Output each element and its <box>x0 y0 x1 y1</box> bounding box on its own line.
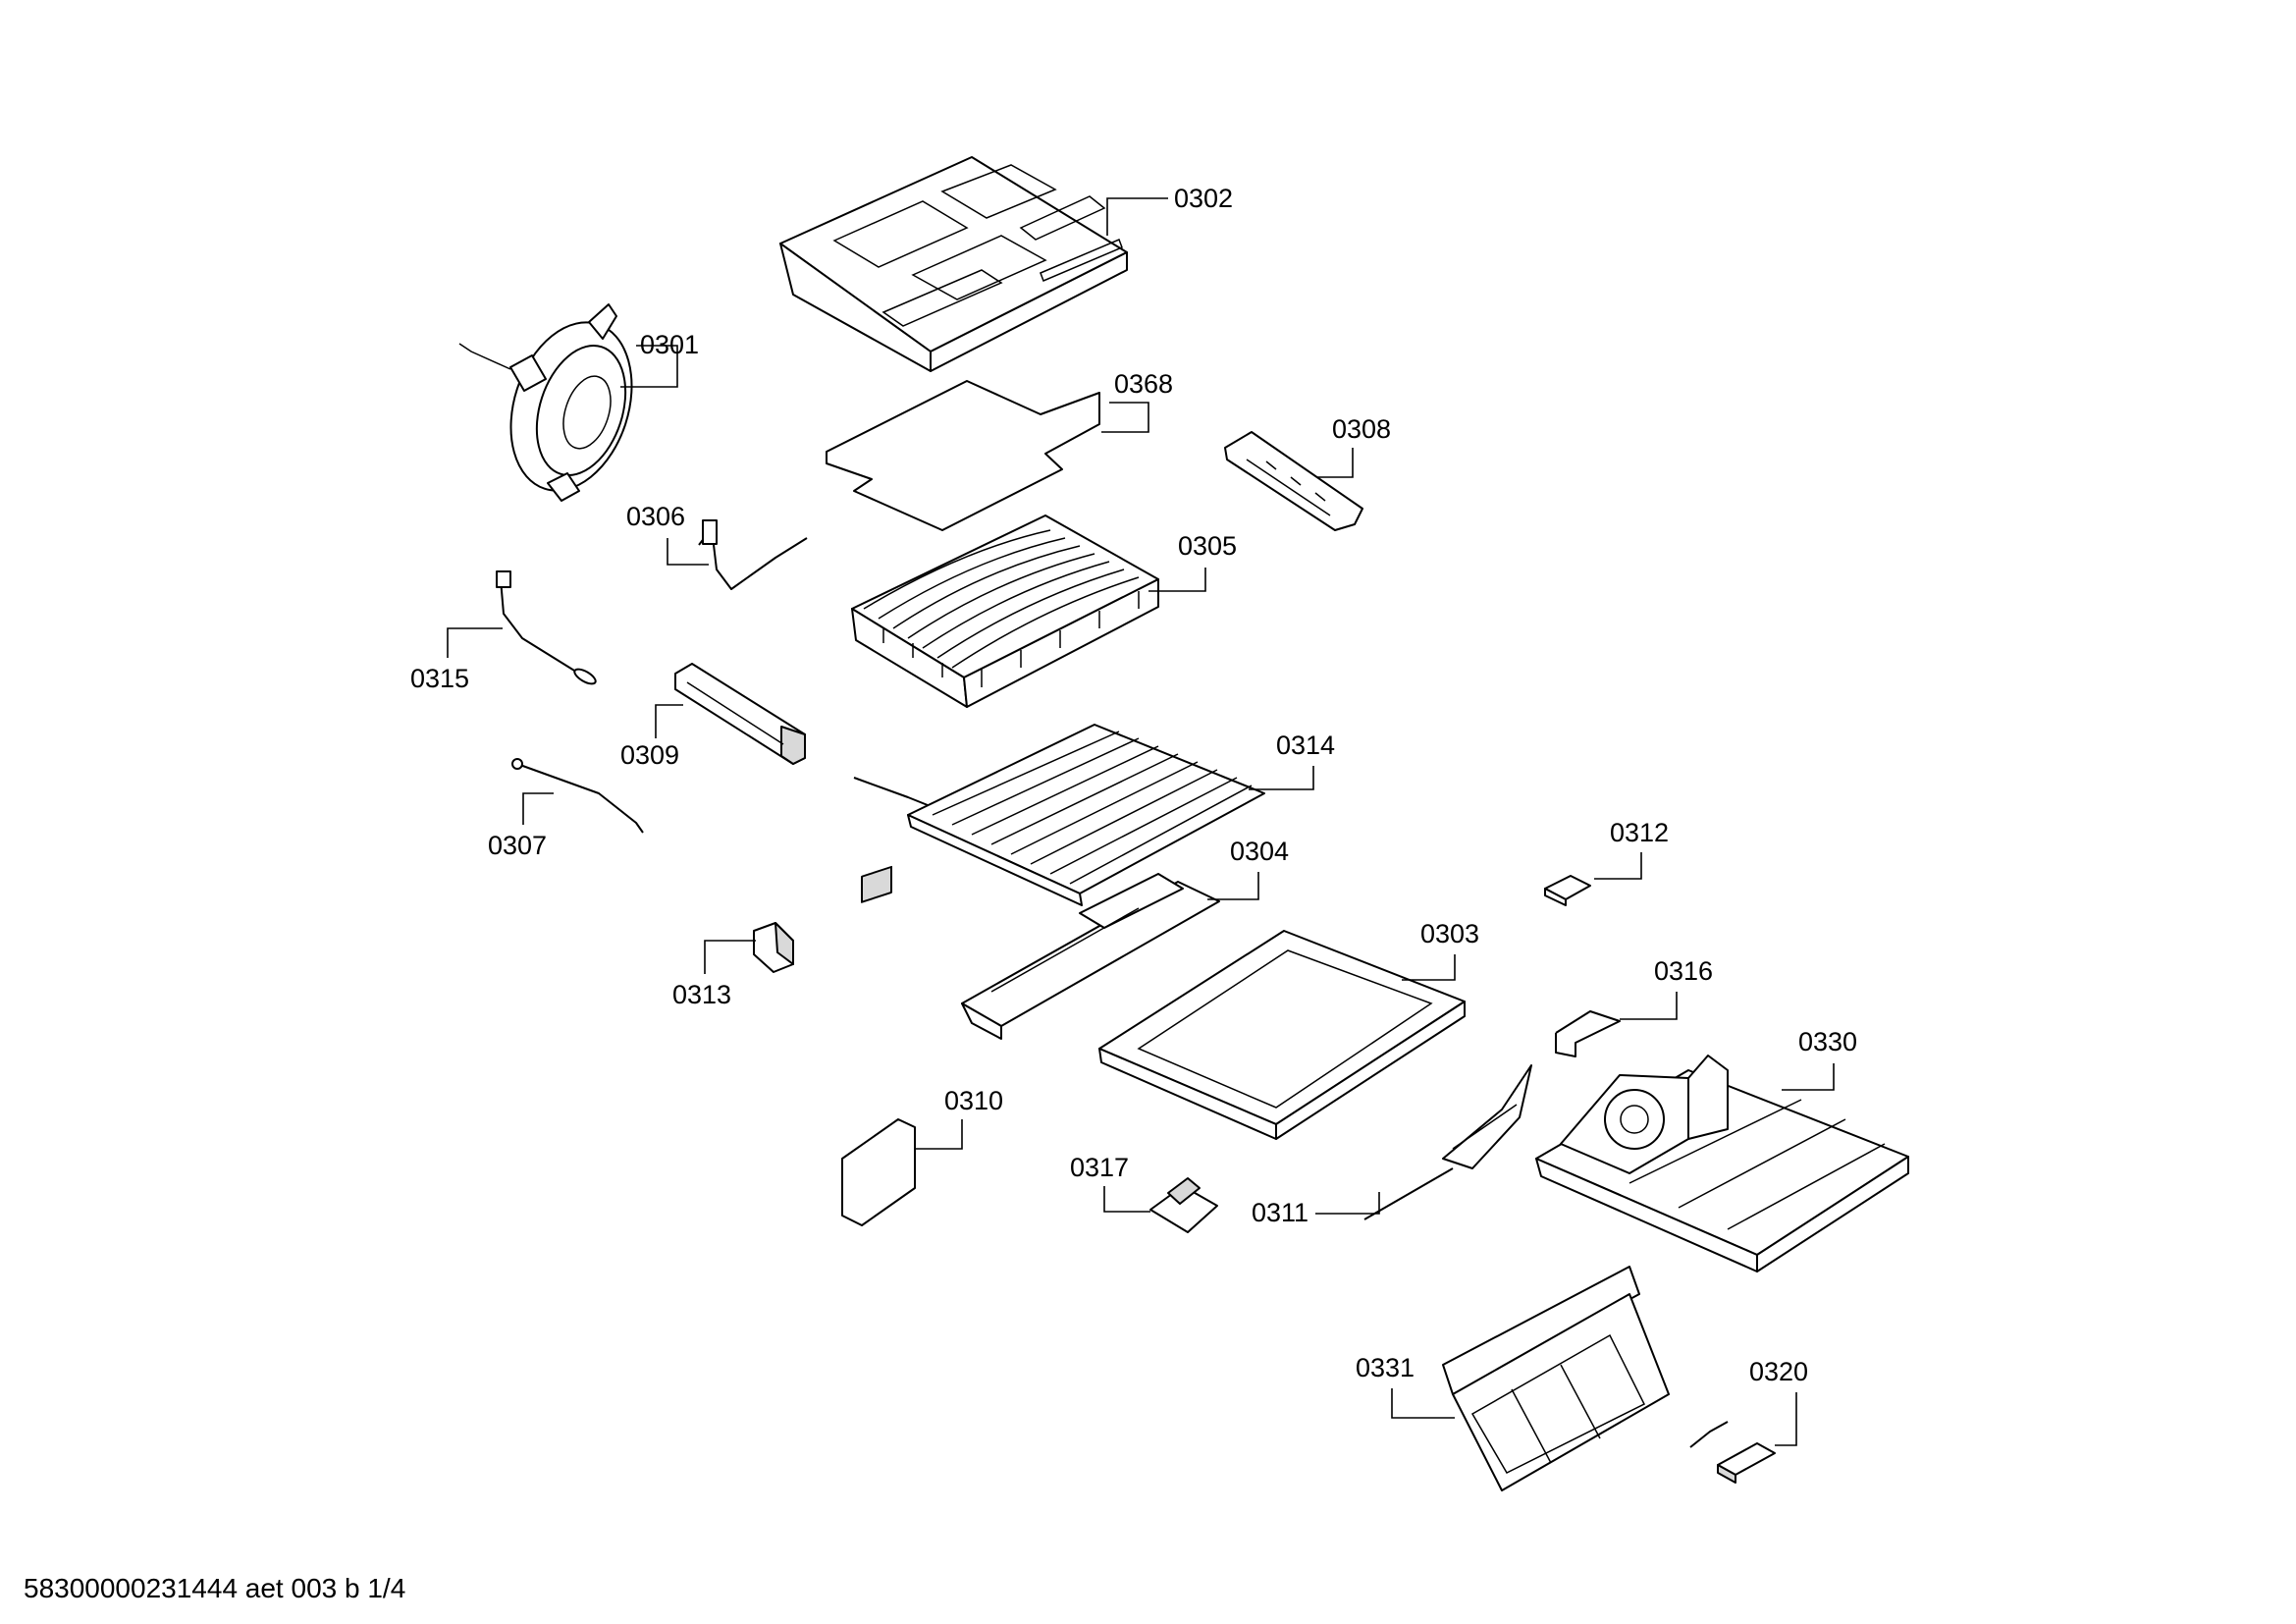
leader-0317 <box>1103 1186 1150 1213</box>
part-0304-duct[interactable] <box>961 873 1220 1040</box>
part-0368-insulation-sheet[interactable] <box>826 380 1100 531</box>
callout-0315: 0315 <box>410 664 469 693</box>
leader-0301 <box>620 345 678 388</box>
callout-0309: 0309 <box>620 740 679 770</box>
leader-0302 <box>1106 197 1168 236</box>
leader-0306 <box>667 538 709 566</box>
leader-0330 <box>1782 1063 1835 1091</box>
leader-0331 <box>1391 1388 1455 1419</box>
callout-0305: 0305 <box>1178 531 1237 561</box>
part-0308-bracket[interactable] <box>1224 431 1363 531</box>
callout-0313: 0313 <box>672 980 731 1009</box>
leader-0309 <box>655 704 683 738</box>
leader-0307 <box>522 792 554 825</box>
leader-0368 <box>1101 402 1149 433</box>
callout-0306: 0306 <box>626 502 685 531</box>
part-0310-cover[interactable] <box>841 865 916 1226</box>
part-0301-fan-motor[interactable] <box>458 303 652 507</box>
leader-0316 <box>1620 992 1678 1020</box>
callout-0304: 0304 <box>1230 837 1289 866</box>
callout-0317: 0317 <box>1070 1153 1129 1182</box>
leader-0310 <box>915 1119 963 1150</box>
leader-0314 <box>1249 766 1314 790</box>
leader-0311 <box>1315 1192 1380 1215</box>
callout-0308: 0308 <box>1332 414 1391 444</box>
part-0314-heater[interactable] <box>853 724 1265 906</box>
leader-0308 <box>1317 448 1354 478</box>
callout-0302: 0302 <box>1174 184 1233 213</box>
leader-0320 <box>1775 1392 1797 1446</box>
leader-0305 <box>1148 568 1206 592</box>
part-0316-bracket[interactable] <box>1555 1010 1621 1057</box>
leader-0312 <box>1594 852 1642 880</box>
part-0311-heater-element[interactable] <box>1363 1064 1532 1220</box>
callout-0303: 0303 <box>1420 919 1479 948</box>
part-0317-clip[interactable] <box>1149 1177 1218 1233</box>
part-0315-sensor[interactable] <box>496 570 598 686</box>
callout-0301: 0301 <box>640 330 699 359</box>
part-0320-clip[interactable] <box>1689 1421 1776 1484</box>
document-id-footer: 58300000231444 aet 003 b 1/4 <box>24 1573 406 1603</box>
part-0302-cover[interactable] <box>779 156 1128 372</box>
callout-0331: 0331 <box>1356 1353 1415 1382</box>
part-0313-clip[interactable] <box>753 922 794 973</box>
leader-0303 <box>1402 954 1456 981</box>
leader-0304 <box>1207 872 1259 900</box>
part-0309-holder[interactable] <box>674 663 806 765</box>
callout-0368: 0368 <box>1114 369 1173 399</box>
part-0306-sensor[interactable] <box>698 519 808 590</box>
callout-0330: 0330 <box>1798 1027 1857 1056</box>
callout-0314: 0314 <box>1276 731 1335 760</box>
callout-0310: 0310 <box>944 1086 1003 1115</box>
part-0307-rod[interactable] <box>511 758 644 834</box>
leader-0315 <box>447 627 503 658</box>
callout-0316: 0316 <box>1654 956 1713 986</box>
part-0312-cap[interactable] <box>1544 875 1591 906</box>
callout-0311: 0311 <box>1252 1198 1308 1227</box>
part-0330-fan-housing[interactable] <box>1535 1055 1909 1272</box>
callout-0307: 0307 <box>488 831 547 860</box>
leader-0313 <box>704 940 756 974</box>
part-0331-drain-channel[interactable] <box>1442 1266 1670 1491</box>
callout-0320: 0320 <box>1749 1357 1808 1386</box>
part-0303-tray[interactable] <box>1098 930 1466 1140</box>
part-0305-evaporator[interactable] <box>851 514 1159 708</box>
callout-0312: 0312 <box>1610 818 1669 847</box>
